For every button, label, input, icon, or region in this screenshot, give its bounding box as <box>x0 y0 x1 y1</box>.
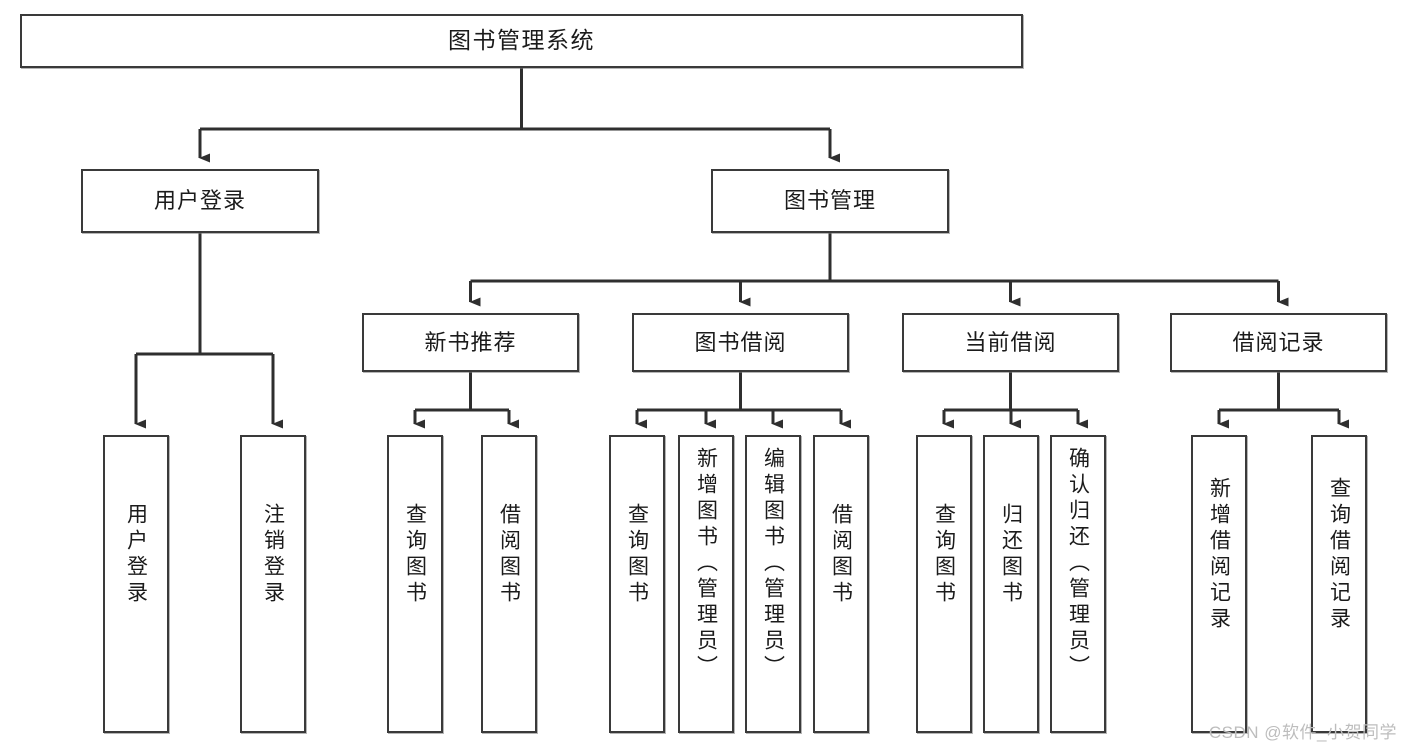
node-label: 用户登录 <box>124 503 148 607</box>
node-borrow-record[interactable]: 借阅记录 <box>1170 313 1387 372</box>
node-label: 图书借阅 <box>694 329 787 355</box>
csdn-watermark: CSDN @软件_小贺同学 <box>1208 723 1397 742</box>
node-book-borrow[interactable]: 图书借阅 <box>632 313 849 372</box>
node-label: 确认归还（管理员） <box>1066 447 1090 681</box>
node-label: 借阅图书 <box>497 503 521 607</box>
node-leaf-confirm-ret[interactable]: 确认归还（管理员） <box>1050 435 1106 733</box>
node-leaf-return-book[interactable]: 归还图书 <box>983 435 1039 733</box>
node-leaf-user-login[interactable]: 用户登录 <box>103 435 169 733</box>
node-new-book-rec[interactable]: 新书推荐 <box>362 313 579 372</box>
node-leaf-query-book-2[interactable]: 查询图书 <box>609 435 665 733</box>
node-label: 注销登录 <box>261 503 285 607</box>
node-label: 新增借阅记录 <box>1207 477 1231 633</box>
node-label: 图书管理 <box>783 188 876 214</box>
node-label: 图书管理系统 <box>448 27 595 54</box>
node-leaf-user-logout[interactable]: 注销登录 <box>240 435 306 733</box>
node-label: 用户登录 <box>153 188 246 214</box>
node-label: 查询图书 <box>625 503 649 607</box>
node-current-borrow[interactable]: 当前借阅 <box>902 313 1119 372</box>
node-leaf-edit-book[interactable]: 编辑图书（管理员） <box>745 435 801 733</box>
node-label: 查询图书 <box>932 503 956 607</box>
node-label: 新增图书（管理员） <box>694 447 718 681</box>
node-book-manage[interactable]: 图书管理 <box>711 169 949 233</box>
node-leaf-query-book-3[interactable]: 查询图书 <box>916 435 972 733</box>
node-leaf-borrow-book-2[interactable]: 借阅图书 <box>813 435 869 733</box>
node-leaf-query-book-1[interactable]: 查询图书 <box>387 435 443 733</box>
node-label: 借阅记录 <box>1232 329 1325 355</box>
node-label: 查询图书 <box>403 503 427 607</box>
node-leaf-borrow-book-1[interactable]: 借阅图书 <box>481 435 537 733</box>
node-label: 编辑图书（管理员） <box>761 447 785 681</box>
node-leaf-add-book[interactable]: 新增图书（管理员） <box>678 435 734 733</box>
node-label: 新书推荐 <box>424 329 517 355</box>
node-user-login[interactable]: 用户登录 <box>81 169 319 233</box>
node-label: 查询借阅记录 <box>1327 477 1351 633</box>
node-root[interactable]: 图书管理系统 <box>20 14 1023 68</box>
node-label: 当前借阅 <box>964 329 1057 355</box>
node-leaf-add-record[interactable]: 新增借阅记录 <box>1191 435 1247 733</box>
node-leaf-query-record[interactable]: 查询借阅记录 <box>1311 435 1367 733</box>
node-label: 借阅图书 <box>829 503 853 607</box>
node-label: 归还图书 <box>999 503 1023 607</box>
